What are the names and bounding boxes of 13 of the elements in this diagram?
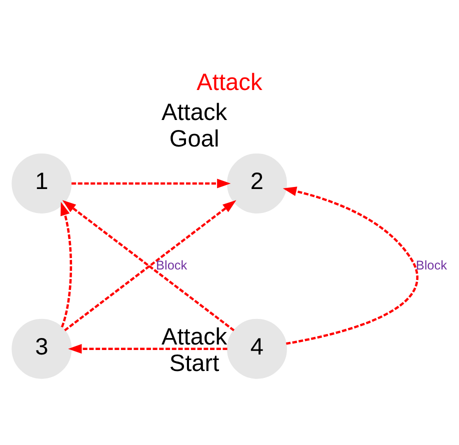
node-circle: 3 (12, 318, 72, 378)
edge-label: Block (156, 257, 188, 272)
edge-label: Block (416, 257, 447, 272)
node-circle: 1 (12, 153, 72, 213)
diagram-title: Attack (196, 70, 262, 96)
node-circle: 2 (227, 153, 287, 213)
node-circle: 4 (227, 318, 287, 378)
node-label: Attack Goal (161, 100, 228, 152)
arrow (282, 186, 418, 344)
arrow (68, 344, 228, 354)
arrow (60, 201, 72, 327)
arrow (72, 178, 231, 188)
node-label: Attack Start (161, 324, 228, 376)
